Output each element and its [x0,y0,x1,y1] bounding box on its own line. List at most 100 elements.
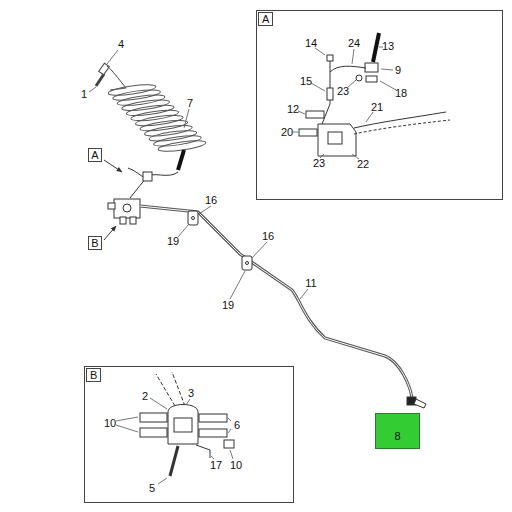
callout-number: 19 [167,235,179,247]
inset-b-parts [140,372,234,476]
pipe-clip [246,262,249,265]
leader-line [89,50,308,299]
hose-fitting [143,172,152,181]
leader-line [211,456,214,459]
callout-number: 3 [188,387,194,399]
callout-number: 16 [262,230,274,242]
callout-number: 12 [287,103,299,115]
relay-valve [114,199,140,218]
inset-a-parts [330,66,366,72]
view-letter: A [91,149,98,161]
callout-number: 5 [149,482,155,494]
air-line [140,206,412,398]
detail-frame: B [84,366,294,503]
callout-number: 23 [313,157,325,169]
inset-a-parts [354,112,446,128]
view-arrow [104,160,122,172]
inset-a-parts [318,124,356,156]
callout-number: 22 [357,158,369,170]
relay-valve [108,199,140,224]
callout-number: 20 [281,126,293,138]
leader-line [252,242,267,258]
relay-valve [123,204,131,212]
callout-number: 8 [394,430,400,448]
hose-end-fitting [96,63,126,88]
inset-b-parts [168,405,198,445]
view-tag: B [88,236,102,250]
callout-number: 10 [104,417,116,429]
hose-end-fitting [96,74,104,86]
view-arrow [104,226,116,240]
leader-line [89,87,96,92]
callout-number: 4 [118,38,124,50]
callout-number: 16 [205,194,217,206]
leader-line [230,450,233,459]
leader-line [381,69,393,70]
callout-number: 15 [300,75,312,87]
leader-line [348,80,356,87]
leader-line [352,49,354,64]
leader-line [315,48,325,55]
callout-number: 11 [305,277,316,289]
inset-b-parts [174,418,192,432]
callout-number: 17 [210,459,222,471]
relay-valve [120,217,126,224]
view-arrow [104,160,122,240]
hose-fitting [130,172,178,198]
callout-number: 6 [234,419,240,431]
callout-number: 1 [81,88,87,100]
pipe-clip [188,211,252,270]
leader-line [311,83,325,91]
inset-a-parts [366,76,377,82]
inset-b-parts [140,428,167,437]
inset-a-parts [365,63,378,72]
inset-b-parts [140,413,167,422]
callout-number: 23 [337,85,349,97]
callout-number: 2 [142,390,148,402]
pipe-clip [242,256,252,270]
inset-b-parts [156,372,185,406]
view-letter: A [258,12,273,26]
inset-b-parts [170,446,178,476]
hose-fitting [178,150,184,170]
relay-valve [130,217,136,224]
leader-line [230,271,245,299]
leader-line [380,81,396,90]
leader-line [158,478,167,484]
inset-b-parts [224,440,234,448]
leader-line [116,398,233,484]
highlighted-part: 8 [375,413,420,449]
inset-b-parts [199,429,227,437]
callout-number: 21 [371,101,383,113]
leader-line [293,47,396,159]
leader-line [178,224,189,237]
coiled-hose [108,83,207,154]
air-line [140,206,412,398]
view-letter: B [86,368,101,382]
leader-line [366,112,373,122]
view-tag: A [88,148,102,162]
inset-a-parts [327,55,333,61]
view-letter: B [91,237,98,249]
hose-fitting [128,150,184,198]
leader-line [199,206,211,214]
leader-line [150,398,167,409]
callout-number: 19 [222,299,234,311]
pipe-clip [188,211,198,225]
inset-a-parts [299,129,317,136]
inset-b-parts [199,414,227,422]
leader-line [228,418,231,433]
coiled-hose [110,88,126,90]
end-fitting [414,399,426,408]
callout-number: 24 [348,37,360,49]
callout-number: 14 [305,37,317,49]
inset-a-parts [306,111,324,118]
air-line [140,206,412,398]
inset-a-parts [354,120,450,134]
hose-end-fitting [107,66,126,88]
callout-number: 7 [187,97,193,109]
inset-a-parts [327,88,333,100]
relay-valve [108,203,115,209]
leader-line [184,109,189,128]
